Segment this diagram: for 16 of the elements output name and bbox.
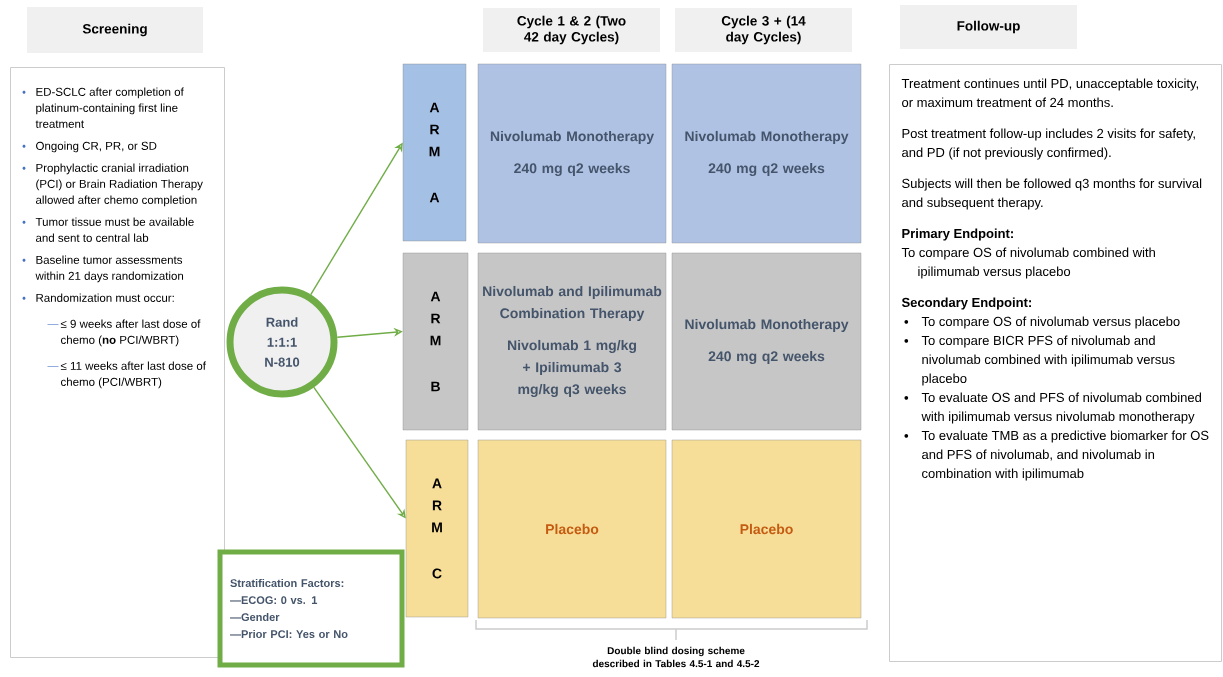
- arm-label-box: A R M C: [405, 439, 469, 618]
- treatment-box: Placebo: [671, 439, 862, 619]
- arm-label-box: A R M A: [402, 63, 467, 242]
- column-header: Follow-up: [900, 5, 1077, 49]
- treatment-box: Nivolumab and Ipilimumab Combination Therapy Nivolumab 1 mg/kg + Ipilimumab 3 mg/kg q3 weeks: [477, 252, 667, 431]
- treatment-box: Nivolumab Monotherapy 240 mg q2 weeks: [477, 63, 667, 244]
- treatment-box: Nivolumab Monotherapy 240 mg q2 weeks: [671, 63, 862, 244]
- arm-label-box: A R M B: [402, 252, 469, 431]
- column-header: Cycle 1 & 2 (Two 42 day Cycles): [483, 8, 660, 52]
- column-header: Screening: [27, 7, 203, 53]
- stratification-box: Stratification Factors: —ECOG: 0 vs. 1 —Gender —Prior PCI: Yes or No: [217, 549, 405, 668]
- treatment-box: Placebo: [477, 439, 667, 619]
- note: Double blind dosing scheme described in Tables 4.5-1 and 4.5-2: [592, 646, 760, 668]
- treatment-box: Nivolumab Monotherapy 240 mg q2 weeks: [671, 252, 862, 431]
- column-header: Cycle 3 + (14 day Cycles): [675, 8, 852, 52]
- text-panel: Treatment continues until PD, unacceptable toxicity, or maximum treatment of 24 months. Post treatment follow-up includes 2 visits for safety, and PD (if not previously confirmed). Subjects will then be followed q3 months for survival and subsequent therapy. Primary Endpoint: To compare OS of nivolumab combined with ipilimumab versus placebo Secondary Endpoint: To compare OS of nivolumab versus placebo To compare BICR PFS of nivolumab and nivolumab combined with ipilimumab versus placebo To evaluate OS and PFS of nivolumab combined with ipilimumab versus nivolumab monotherapy To evaluate TMB as a predictive biomarker for OS and PFS of nivolumab, and nivolumab in combination with ipilimumab: [889, 64, 1222, 662]
